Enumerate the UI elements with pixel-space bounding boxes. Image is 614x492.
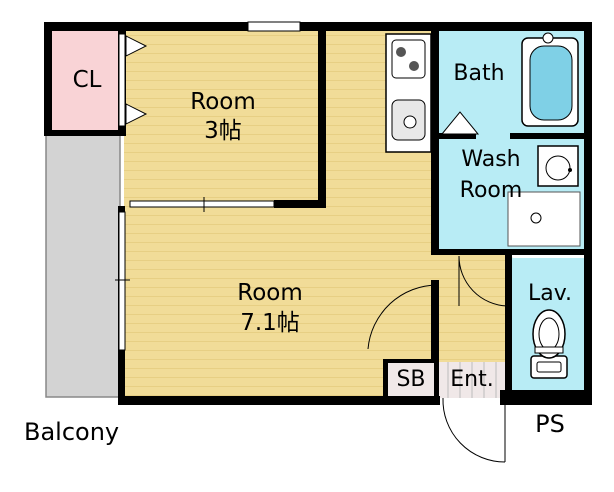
- washing-machine-drain-icon: [530, 212, 542, 224]
- shoe-box-floor: [386, 362, 436, 398]
- wash-label-line1: Wash: [461, 147, 521, 172]
- room-small-name: Room: [190, 89, 256, 115]
- kitchen-counter: [385, 33, 432, 153]
- window-top: [247, 21, 301, 32]
- door-swings: [367, 255, 513, 463]
- toilet-icon: [530, 309, 568, 379]
- closet-label: CL: [72, 67, 102, 93]
- wash-inner: [507, 191, 581, 247]
- room-main-name: Room: [237, 280, 303, 306]
- stove-burner-icon: [409, 61, 419, 71]
- window-balcony-upper: [118, 33, 126, 127]
- sink-drain-icon: [403, 115, 417, 129]
- wash-basin-icon: [537, 145, 579, 187]
- entrance-label: Ent.: [450, 367, 494, 392]
- shoe-box-label: SB: [396, 367, 426, 392]
- window-balcony-lower: [118, 211, 126, 351]
- hall-floor: [437, 252, 507, 362]
- pipe-space-label: PS: [535, 410, 565, 438]
- closet-area: [50, 30, 124, 134]
- balcony-area: [45, 134, 121, 398]
- bath-door: [440, 111, 480, 135]
- closet-door-lower: [125, 103, 148, 125]
- room-small-size: 3帖: [204, 118, 242, 144]
- room-small-floor: [124, 30, 324, 206]
- bath-label: Bath: [453, 61, 505, 86]
- sliding-door: [129, 200, 275, 208]
- wash-label-line2: Room: [459, 178, 523, 203]
- closet-door-upper: [125, 35, 148, 57]
- room-main-size: 7.1帖: [240, 310, 300, 336]
- balcony-label: Balcony: [24, 418, 120, 446]
- bathtub-icon: [521, 32, 579, 127]
- lavatory-label: Lav.: [527, 281, 573, 306]
- stove-burner-icon: [396, 47, 406, 57]
